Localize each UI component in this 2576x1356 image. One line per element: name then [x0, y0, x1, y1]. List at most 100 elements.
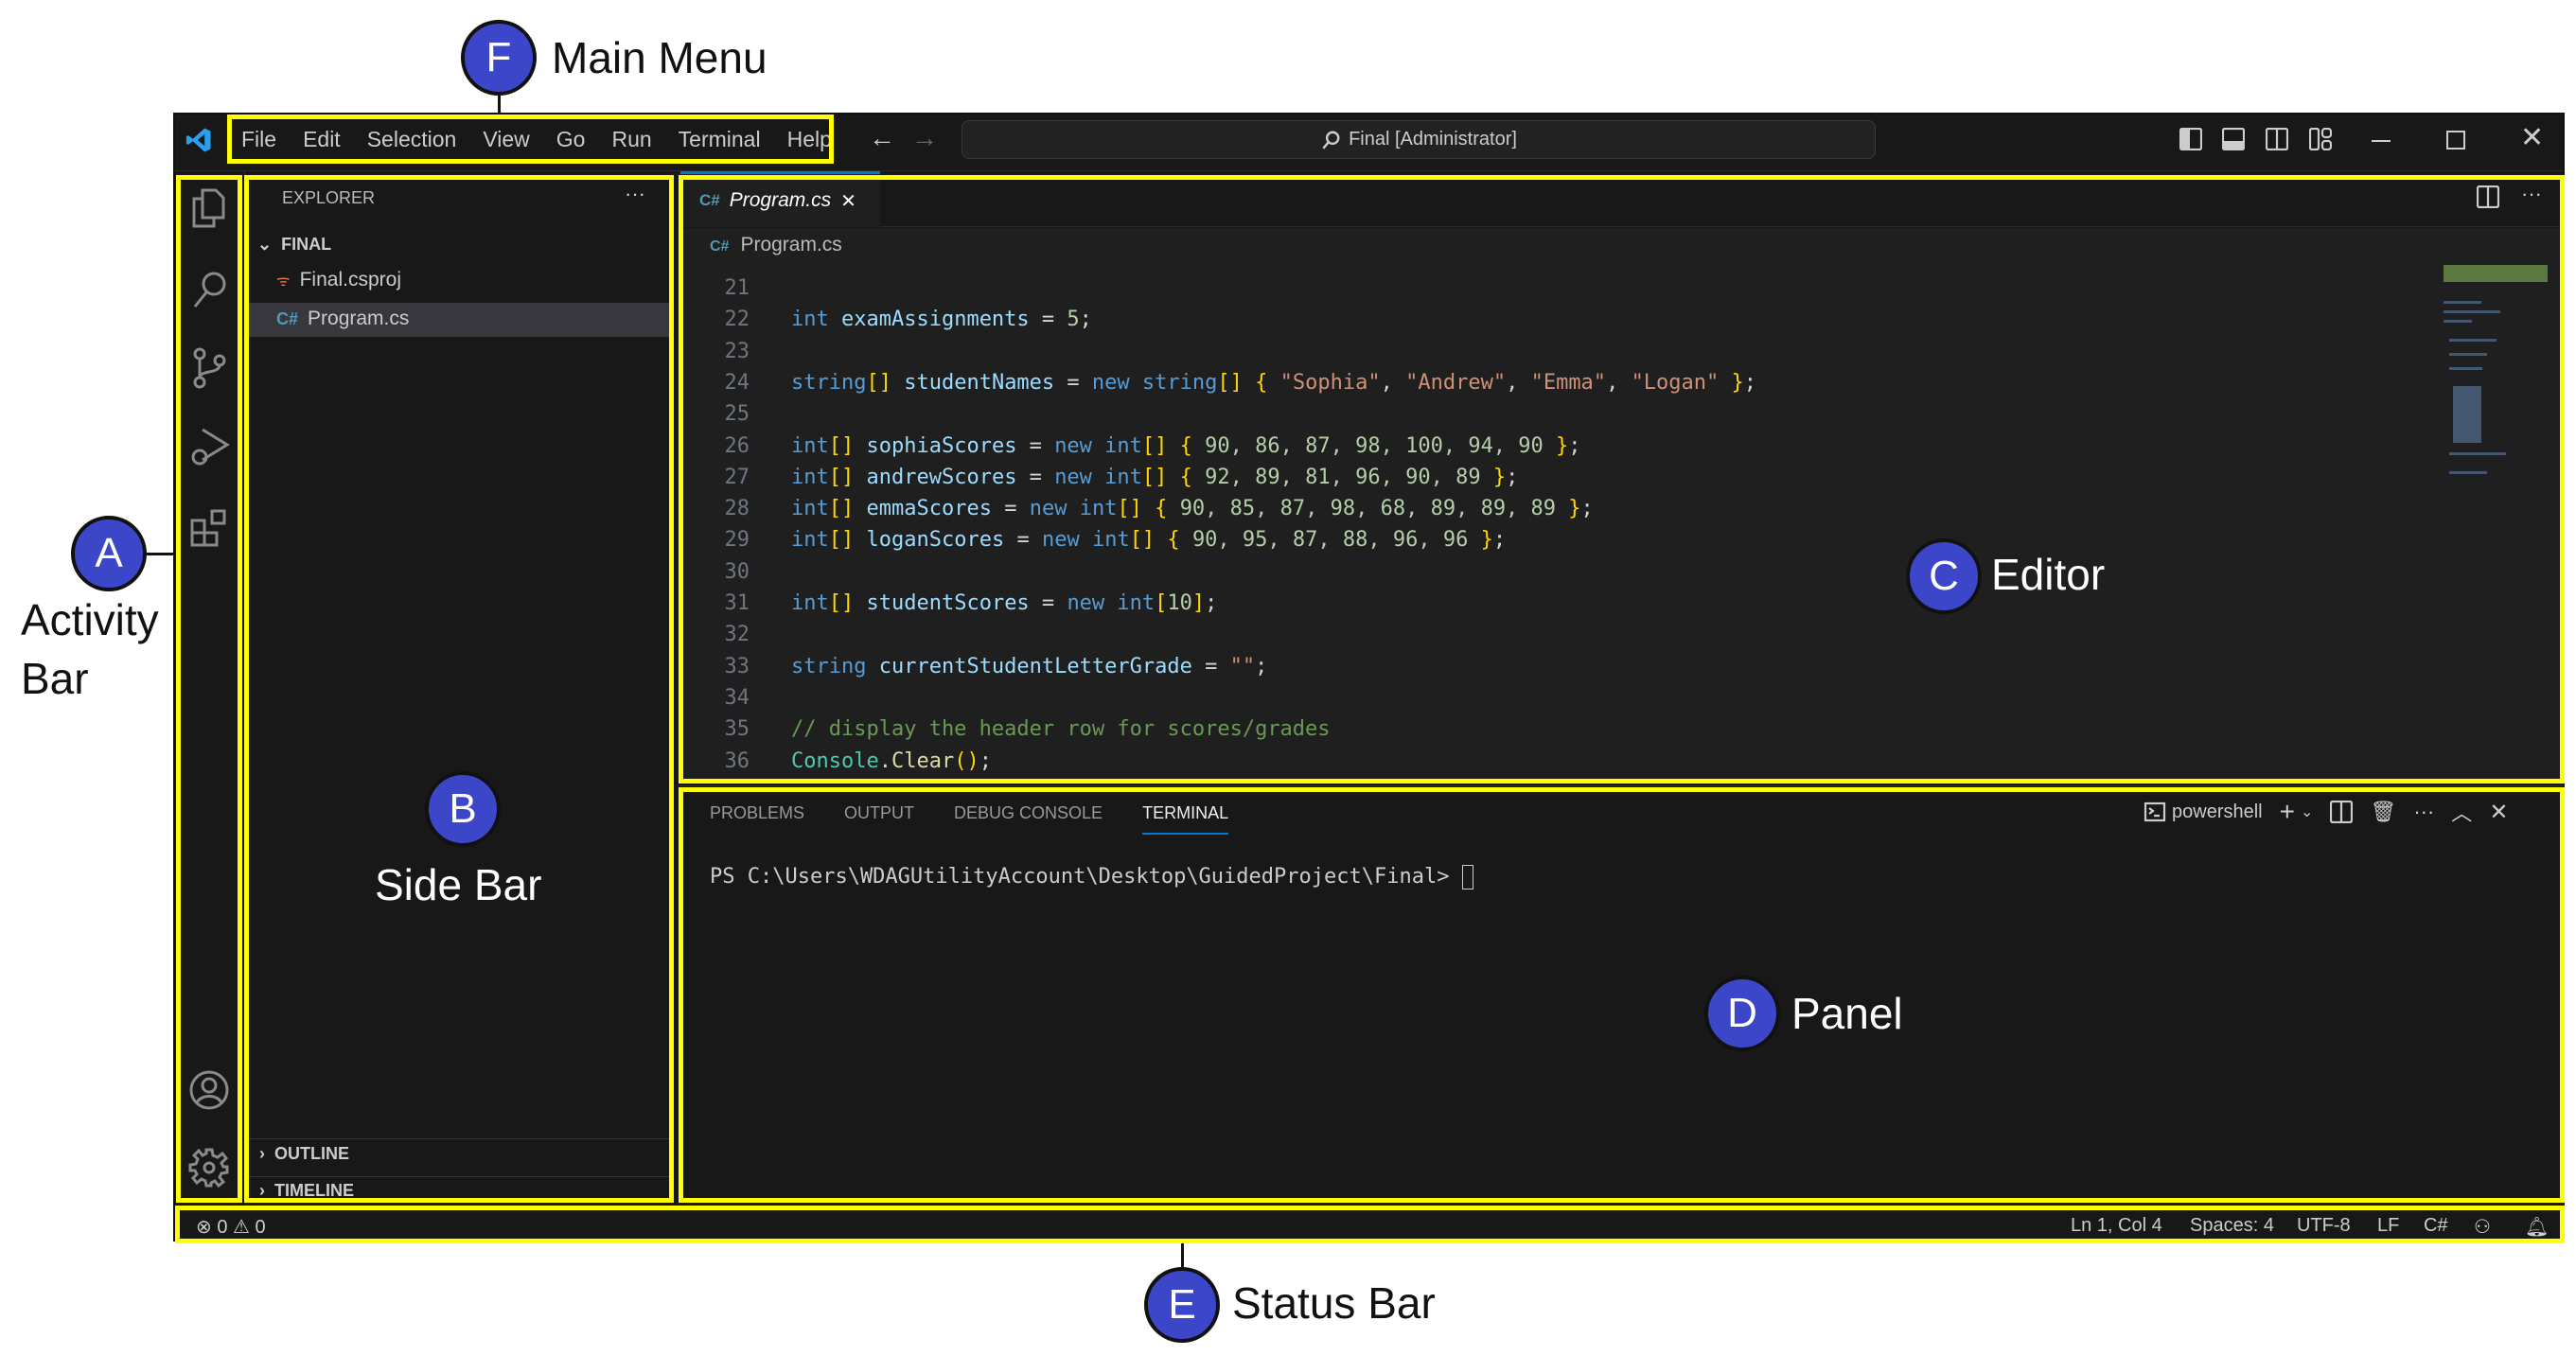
code-token: []	[828, 497, 855, 521]
line-number: 23	[724, 339, 750, 363]
settings-gear-icon[interactable]	[188, 1147, 230, 1189]
forward-arrow-icon[interactable]: →	[911, 123, 938, 152]
notifications-bell-icon[interactable]: 🔔︎	[2525, 1217, 2550, 1238]
terminal-prompt[interactable]: PS C:\Users\WDAGUtilityAccount\Desktop\G…	[710, 865, 1473, 889]
connector-line	[498, 96, 501, 118]
code-line[interactable]: int[] andrewScores = new int[] { 92, 89,…	[791, 466, 1518, 489]
menu-help[interactable]: Help	[786, 127, 832, 151]
menu-view[interactable]: View	[483, 127, 530, 151]
toggle-panel-icon[interactable]	[2222, 128, 2245, 150]
section-outline[interactable]: › OUTLINE	[259, 1144, 349, 1163]
problems-status[interactable]: ⊗ 0 ⚠ 0	[196, 1215, 266, 1239]
run-debug-icon[interactable]	[189, 426, 231, 467]
accounts-icon[interactable]	[188, 1069, 230, 1111]
rss-file-icon: ᯤ	[276, 273, 291, 290]
annotation-status-bar: Status Bar	[1232, 1278, 1436, 1328]
indentation[interactable]: Spaces: 4	[2190, 1215, 2274, 1236]
code-token: ;	[1580, 497, 1594, 521]
line-number: 24	[724, 370, 750, 395]
folder-final[interactable]: ⌄FINAL	[257, 235, 331, 255]
code-token: {	[1242, 370, 1280, 395]
menu-selection[interactable]: Selection	[366, 127, 457, 151]
editor-more-button[interactable]: ···	[2521, 182, 2542, 205]
menu-edit[interactable]: Edit	[303, 127, 341, 151]
code-token: int	[1104, 591, 1156, 615]
code-token: =	[1054, 370, 1092, 395]
extensions-icon[interactable]	[189, 507, 231, 549]
panel-tab-problems[interactable]: PROBLEMS	[710, 803, 805, 822]
chevron-down-icon[interactable]: ⌄	[2300, 804, 2314, 820]
close-window-button[interactable]: ✕	[2520, 122, 2545, 153]
section-divider	[248, 1138, 670, 1139]
code-token: new	[1029, 497, 1067, 521]
search-icon	[1322, 131, 1340, 150]
source-control-icon[interactable]	[191, 347, 229, 389]
panel-tab-output[interactable]: OUTPUT	[844, 803, 915, 822]
code-line[interactable]: string[] studentNames = new string[] { "…	[791, 371, 1756, 395]
code-line[interactable]: int examAssignments = 5;	[791, 308, 1092, 331]
connector-line	[1181, 1242, 1184, 1267]
editor-tab-program-cs[interactable]: C# Program.cs ✕	[680, 171, 880, 227]
code-token: int	[1091, 433, 1142, 458]
menu-run[interactable]: Run	[611, 127, 652, 151]
panel-tabs: PROBLEMS OUTPUT DEBUG CONSOLE TERMINAL	[710, 803, 1229, 835]
close-panel-icon[interactable]: ✕	[2489, 799, 2509, 825]
section-timeline[interactable]: › TIMELINE	[259, 1181, 354, 1200]
code-token: ;	[1492, 528, 1507, 553]
line-number: 33	[724, 654, 750, 678]
panel-tab-terminal[interactable]: TERMINAL	[1142, 803, 1229, 835]
code-token: []	[1129, 528, 1156, 553]
command-center[interactable]: Final [Administrator]	[962, 120, 1876, 159]
panel-tab-debug-console[interactable]: DEBUG CONSOLE	[954, 803, 1103, 822]
code-line[interactable]: Console.Clear();	[791, 749, 992, 773]
code-line[interactable]: int[] studentScores = new int[10];	[791, 591, 1217, 615]
split-terminal-icon[interactable]	[2330, 801, 2354, 823]
end-of-line[interactable]: LF	[2377, 1215, 2400, 1236]
code-token: int	[791, 497, 829, 521]
minimize-button[interactable]	[2372, 140, 2391, 142]
line-number: 21	[724, 276, 750, 300]
code-token: {	[1141, 497, 1180, 521]
split-editor-icon[interactable]	[2477, 185, 2499, 208]
minimap[interactable]	[2440, 263, 2553, 500]
code-line[interactable]: int[] loganScores = new int[] { 90, 95, …	[791, 528, 1506, 552]
language-mode[interactable]: C#	[2424, 1215, 2448, 1236]
code-token: new	[1041, 528, 1080, 553]
code-line[interactable]: string currentStudentLetterGrade = "";	[791, 655, 1267, 678]
feedback-icon[interactable]: ⚇	[2474, 1217, 2491, 1238]
code-line[interactable]: int[] emmaScores = new int[] { 90, 85, 8…	[791, 497, 1594, 520]
titlebar-divider	[175, 170, 2563, 171]
code-token: ;	[1255, 654, 1268, 678]
maximize-panel-icon[interactable]: ︿	[2451, 801, 2473, 825]
menu-go[interactable]: Go	[556, 127, 586, 151]
cursor-position[interactable]: Ln 1, Col 4	[2071, 1215, 2162, 1236]
code-token: ()	[954, 748, 979, 773]
explorer-more-button[interactable]: ···	[625, 182, 645, 205]
code-token: new	[1054, 465, 1092, 489]
encoding[interactable]: UTF-8	[2297, 1215, 2351, 1236]
trash-icon[interactable]: 🗑	[2370, 800, 2397, 823]
close-tab-icon[interactable]: ✕	[840, 190, 856, 212]
maximize-button[interactable]	[2446, 131, 2465, 150]
new-terminal-icon[interactable]: +	[2279, 797, 2295, 826]
menu-file[interactable]: File	[241, 127, 277, 151]
search-icon[interactable]	[191, 269, 229, 310]
code-token: []	[1141, 465, 1168, 489]
file-item-program-cs[interactable]: C#Program.cs	[249, 303, 670, 337]
breadcrumb[interactable]: C#Program.cs	[710, 234, 842, 256]
toggle-sidebar-icon[interactable]	[2179, 128, 2202, 150]
customize-layout-icon[interactable]	[2309, 128, 2332, 150]
section-label: OUTLINE	[274, 1144, 349, 1163]
toggle-secondary-sidebar-icon[interactable]	[2266, 128, 2288, 150]
code-line[interactable]: int[] sophiaScores = new int[] { 90, 86,…	[791, 434, 1581, 458]
back-arrow-icon[interactable]: ←	[869, 123, 895, 152]
menu-terminal[interactable]: Terminal	[678, 127, 761, 151]
code-token: {	[1155, 528, 1192, 553]
code-line[interactable]: // display the header row for scores/gra…	[791, 717, 1331, 741]
code-token: new	[1067, 591, 1105, 615]
panel-more-button[interactable]: ···	[2413, 800, 2435, 823]
code-token: emmaScores	[854, 497, 992, 521]
explorer-icon[interactable]	[189, 187, 227, 229]
terminal-shell[interactable]: powershell	[2144, 801, 2263, 823]
